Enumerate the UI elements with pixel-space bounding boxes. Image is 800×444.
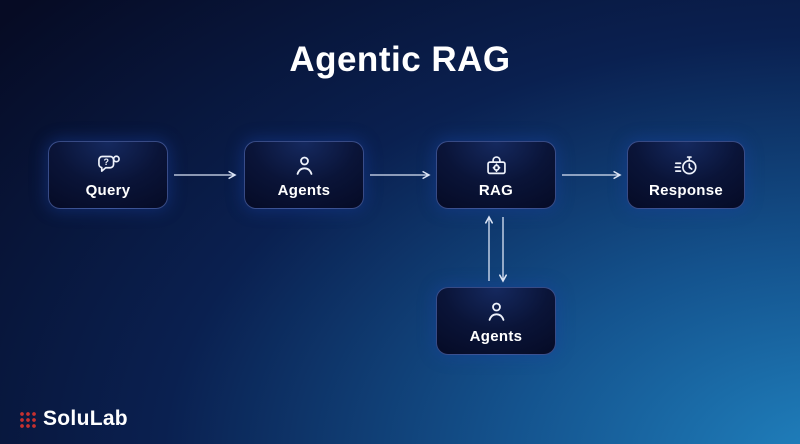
node-response: Response [627,141,745,209]
stopwatch-speed-icon [673,152,700,179]
node-label: RAG [478,181,514,199]
node-query: ? Query [48,141,168,209]
solulab-logo-text: SoluLab [43,407,128,430]
node-label: Response [648,181,724,199]
solulab-logo-icon [18,410,36,428]
node-label: Agents [469,327,523,345]
chat-question-icon: ? [95,152,122,179]
node-label: Query [85,181,131,199]
box-gear-icon [483,152,510,179]
person-icon [291,152,318,179]
node-rag: RAG [436,141,556,209]
node-agents-bottom: Agents [436,287,556,355]
node-agents-top: Agents [244,141,364,209]
node-label: Agents [277,181,331,199]
person-icon [483,298,510,325]
question-mark-glyph: ? [103,157,109,167]
diagram-title: Agentic RAG [289,40,511,79]
solulab-logo: SoluLab [18,407,128,431]
